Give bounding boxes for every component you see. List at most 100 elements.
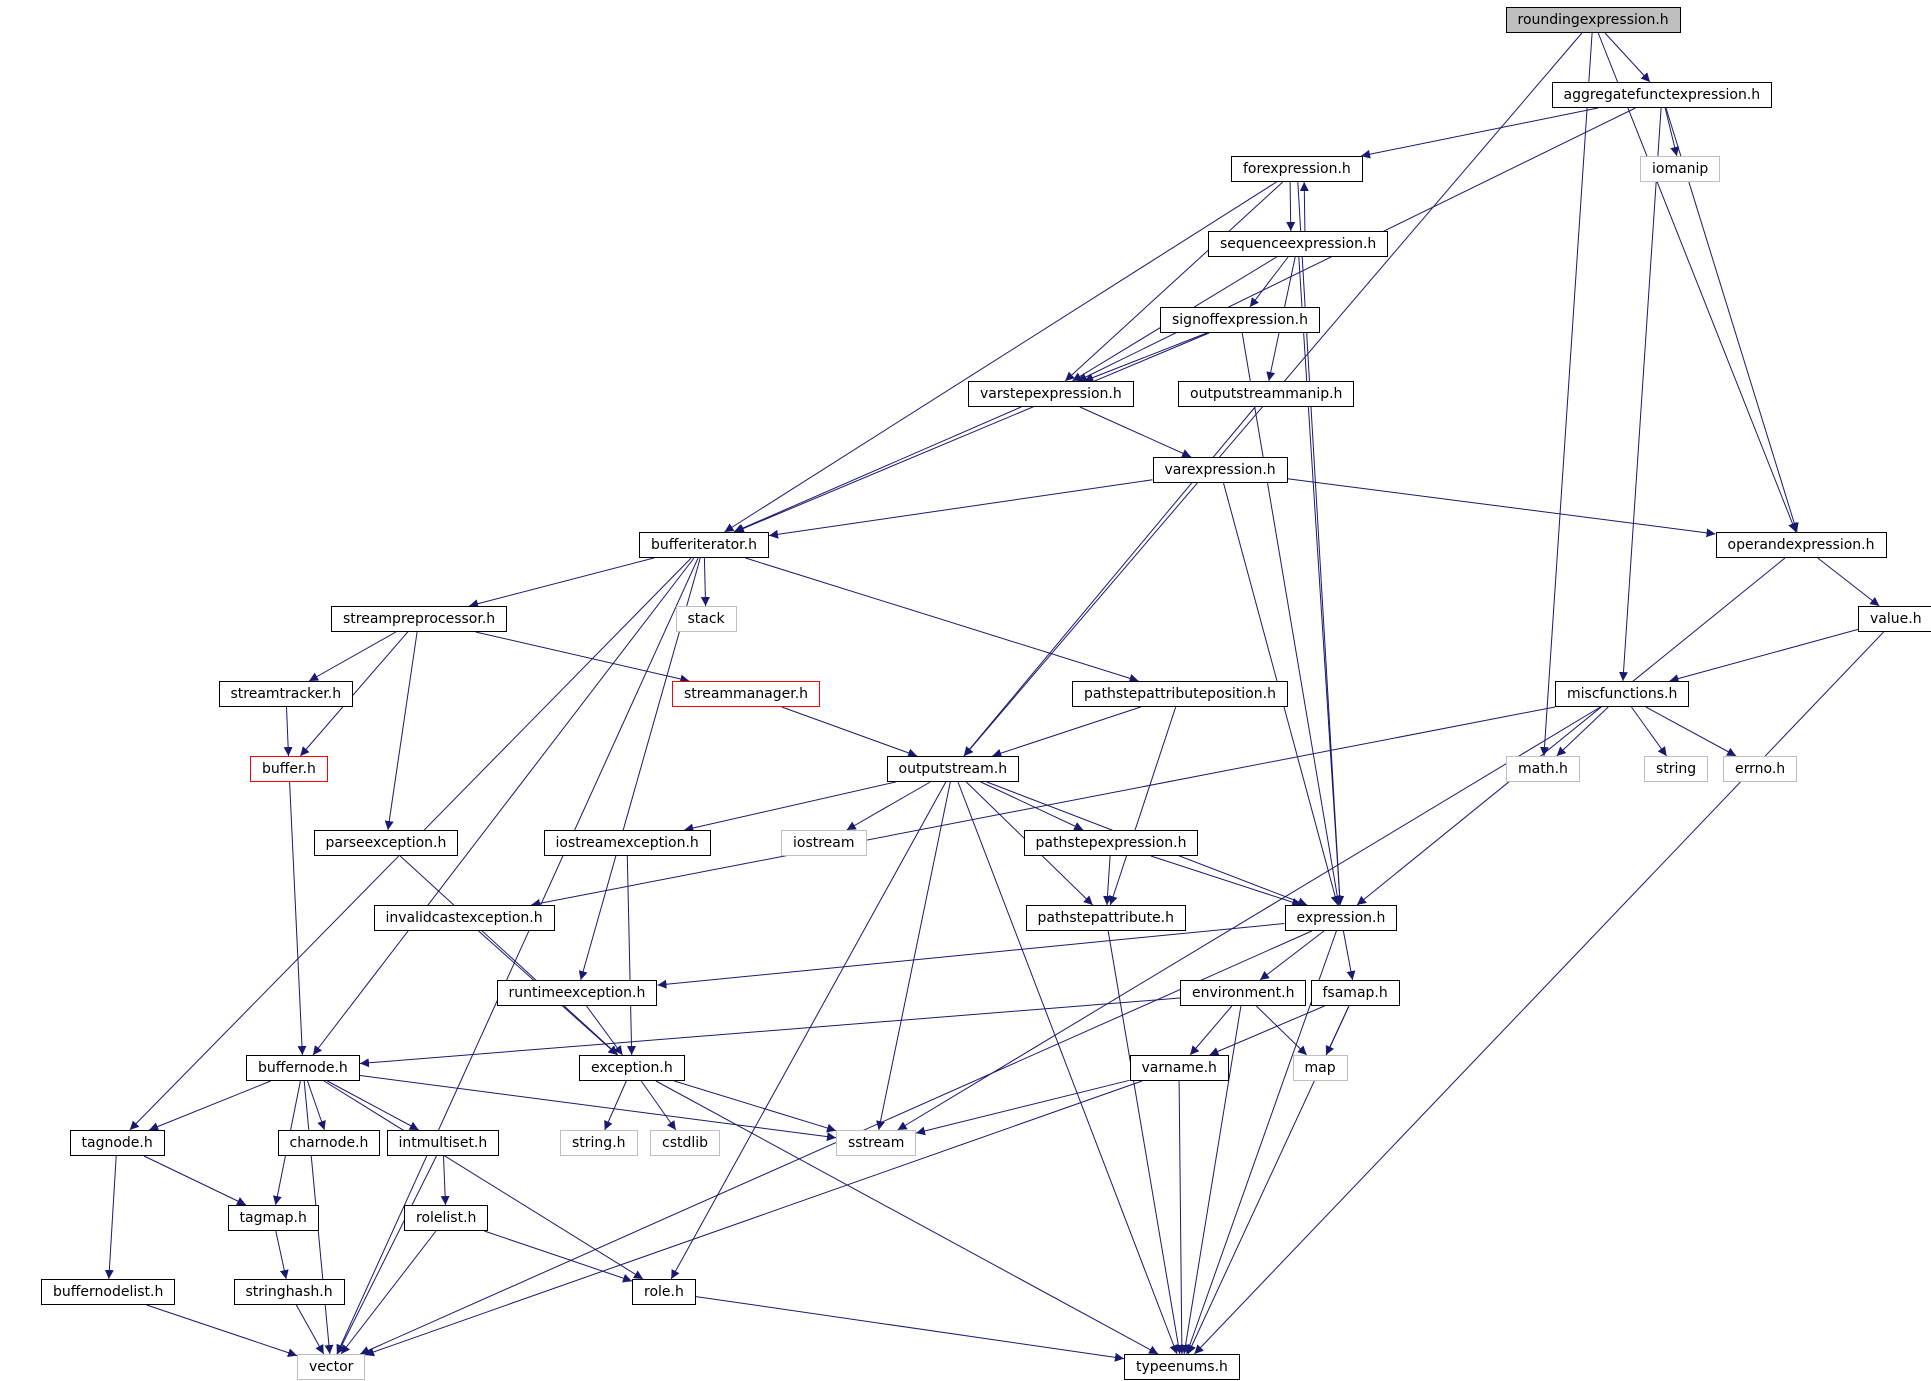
node-role[interactable]: role.h bbox=[632, 1279, 696, 1305]
edge-environment-to-map bbox=[1255, 1005, 1308, 1056]
edge-sequenceexpression-to-forexpression bbox=[1299, 181, 1309, 232]
edge-role-to-typeenums bbox=[695, 1296, 1125, 1362]
node-parseexception[interactable]: parseexception.h bbox=[313, 830, 459, 856]
edge-tagnode-to-buffernodelist bbox=[104, 1155, 117, 1280]
edge-outputstream-to-pathstepexpression bbox=[980, 781, 1084, 831]
node-tagnode[interactable]: tagnode.h bbox=[69, 1130, 165, 1156]
edge-outputstreammanip-to-outputstream bbox=[963, 406, 1256, 757]
node-bufferiterator[interactable]: bufferiterator.h bbox=[639, 532, 769, 558]
edge-streammanager-to-outputstream bbox=[781, 706, 918, 758]
edge-bufferiterator-to-vector bbox=[336, 557, 699, 1355]
node-runtimeexception[interactable]: runtimeexception.h bbox=[496, 980, 658, 1006]
edge-aggregatefunctexpression-to-iomanip bbox=[1664, 107, 1680, 157]
edge-value-to-typeenums bbox=[1194, 631, 1884, 1355]
edge-streamtracker-to-buffer bbox=[283, 706, 293, 757]
node-outputstream[interactable]: outputstream.h bbox=[886, 756, 1020, 782]
node-typeenums[interactable]: typeenums.h bbox=[1124, 1354, 1240, 1380]
edge-outputstream-to-sstream bbox=[876, 781, 951, 1131]
edge-bufferiterator-to-streampreprocessor bbox=[468, 557, 655, 609]
edge-miscfunctions-to-errno bbox=[1645, 706, 1737, 757]
node-buffernode[interactable]: buffernode.h bbox=[246, 1055, 360, 1081]
node-charnode[interactable]: charnode.h bbox=[277, 1130, 381, 1156]
edge-miscfunctions-to-math bbox=[1556, 706, 1609, 757]
edge-forexpression-to-sequenceexpression bbox=[1286, 181, 1296, 232]
node-errno: errno.h bbox=[1723, 756, 1798, 782]
edge-exception-to-typeenums bbox=[655, 1080, 1159, 1355]
node-environment[interactable]: environment.h bbox=[1180, 980, 1307, 1006]
node-iostream: iostream bbox=[781, 830, 867, 856]
node-vector: vector bbox=[297, 1354, 366, 1380]
edge-operandexpression-to-value bbox=[1817, 557, 1880, 607]
edge-stringhash-to-vector bbox=[295, 1304, 325, 1355]
edge-streampreprocessor-to-parseexception bbox=[384, 631, 418, 831]
node-miscfunctions[interactable]: miscfunctions.h bbox=[1555, 681, 1690, 707]
edge-expression-to-runtimeexception bbox=[657, 923, 1285, 989]
node-tagmap[interactable]: tagmap.h bbox=[227, 1205, 319, 1231]
node-buffer[interactable]: buffer.h bbox=[250, 756, 328, 782]
node-pathstepattributeposition[interactable]: pathstepattributeposition.h bbox=[1072, 681, 1288, 707]
node-roundingexpression[interactable]: roundingexpression.h bbox=[1505, 7, 1681, 33]
edge-pathstepattribute-to-typeenums bbox=[1107, 930, 1183, 1355]
node-math: math.h bbox=[1506, 756, 1580, 782]
node-iostreamexception[interactable]: iostreamexception.h bbox=[543, 830, 711, 856]
edge-tagmap-to-stringhash bbox=[275, 1230, 289, 1280]
edge-roundingexpression-to-math bbox=[1540, 32, 1593, 757]
node-stringhash[interactable]: stringhash.h bbox=[233, 1279, 345, 1305]
node-operandexpression[interactable]: operandexpression.h bbox=[1715, 532, 1887, 558]
node-expression[interactable]: expression.h bbox=[1284, 905, 1398, 931]
edge-outputstream-to-iostream bbox=[846, 781, 931, 831]
node-map: map bbox=[1292, 1055, 1348, 1081]
node-sequenceexpression[interactable]: sequenceexpression.h bbox=[1208, 231, 1389, 257]
node-varname[interactable]: varname.h bbox=[1129, 1055, 1229, 1081]
edge-pathstepexpression-to-expression bbox=[1150, 855, 1302, 907]
edge-varstepexpression-to-bufferiterator bbox=[733, 406, 1022, 533]
node-rolelist[interactable]: rolelist.h bbox=[404, 1205, 489, 1231]
node-stringh: string.h bbox=[560, 1130, 638, 1156]
edge-exception-to-stringh bbox=[604, 1080, 627, 1131]
edge-varname-to-vector bbox=[364, 1080, 1143, 1357]
node-signoffexpression[interactable]: signoffexpression.h bbox=[1160, 307, 1320, 333]
node-exception[interactable]: exception.h bbox=[579, 1055, 685, 1081]
edge-pathstepattributeposition-to-pathstepattribute bbox=[1108, 706, 1177, 906]
edge-rolelist-to-vector bbox=[340, 1230, 437, 1355]
node-pathstepexpression[interactable]: pathstepexpression.h bbox=[1023, 830, 1199, 856]
edge-intmultiset-to-vector bbox=[337, 1155, 437, 1355]
edge-forexpression-to-expression bbox=[1297, 181, 1345, 906]
node-string: string bbox=[1644, 756, 1709, 782]
edge-outputstream-to-role bbox=[670, 781, 947, 1280]
node-forexpression[interactable]: forexpression.h bbox=[1231, 156, 1363, 182]
node-intmultiset[interactable]: intmultiset.h bbox=[386, 1130, 500, 1156]
edge-buffernode-to-role bbox=[323, 1080, 644, 1280]
node-streammanager[interactable]: streammanager.h bbox=[672, 681, 821, 707]
node-varstepexpression[interactable]: varstepexpression.h bbox=[968, 381, 1134, 407]
node-value[interactable]: value.h bbox=[1858, 606, 1931, 632]
edge-buffernode-to-intmultiset bbox=[327, 1080, 419, 1131]
node-streamtracker[interactable]: streamtracker.h bbox=[218, 681, 354, 707]
node-pathstepattribute[interactable]: pathstepattribute.h bbox=[1025, 905, 1186, 931]
edge-parseexception-to-exception bbox=[399, 855, 619, 1056]
node-varexpression[interactable]: varexpression.h bbox=[1152, 457, 1288, 483]
node-buffernodelist[interactable]: buffernodelist.h bbox=[41, 1279, 176, 1305]
edge-streampreprocessor-to-streamtracker bbox=[308, 631, 397, 682]
node-streampreprocessor[interactable]: streampreprocessor.h bbox=[331, 606, 508, 632]
node-fsamap[interactable]: fsamap.h bbox=[1310, 980, 1400, 1006]
edge-varexpression-to-bufferiterator bbox=[768, 479, 1153, 539]
edge-environment-to-varname bbox=[1189, 1005, 1233, 1056]
edge-aggregatefunctexpression-to-miscfunctions bbox=[1619, 107, 1662, 682]
edge-varname-to-typeenums bbox=[1177, 1080, 1187, 1355]
edge-buffernodelist-to-vector bbox=[146, 1304, 298, 1357]
edge-environment-to-typeenums bbox=[1181, 1005, 1242, 1355]
edge-environment-to-buffernode bbox=[359, 997, 1181, 1068]
edge-buffernode-to-tagnode bbox=[149, 1080, 271, 1131]
edge-tagnode-to-tagmap bbox=[143, 1155, 247, 1206]
edge-signoffexpression-to-expression bbox=[1241, 332, 1342, 906]
edge-fsamap-to-typeenums bbox=[1187, 1005, 1350, 1355]
edge-streampreprocessor-to-streammanager bbox=[475, 631, 690, 684]
node-outputstreammanip[interactable]: outputstreammanip.h bbox=[1178, 381, 1355, 407]
edge-buffer-to-buffernode bbox=[289, 781, 307, 1056]
node-sstream: sstream bbox=[836, 1130, 917, 1156]
node-aggregatefunctexpression[interactable]: aggregatefunctexpression.h bbox=[1551, 82, 1773, 108]
node-invalidcastexception[interactable]: invalidcastexception.h bbox=[373, 905, 555, 931]
edge-runtimeexception-to-exception bbox=[586, 1005, 623, 1056]
